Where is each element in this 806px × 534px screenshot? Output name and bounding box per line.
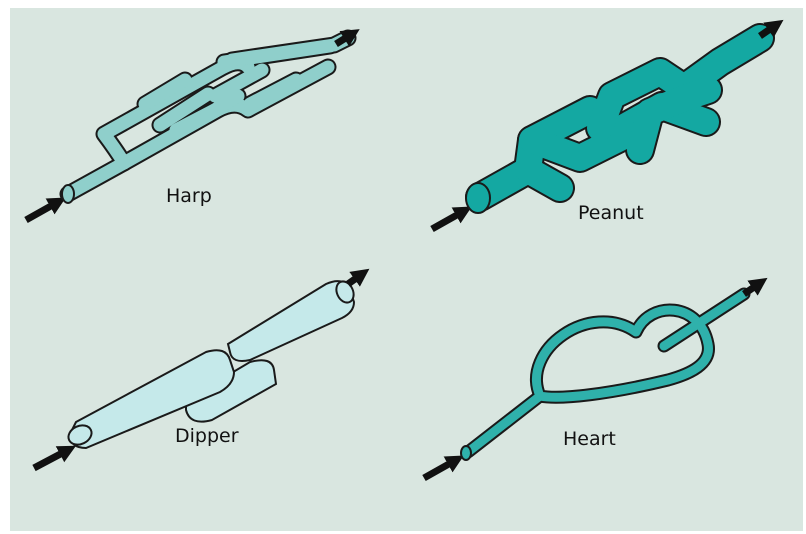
harp-label: Harp — [166, 185, 212, 207]
heart-label: Heart — [563, 428, 616, 450]
heart-outlet-arrow — [744, 283, 760, 294]
heart-inlet-arrow — [424, 460, 456, 478]
harp-inlet-arrow — [26, 202, 58, 220]
peanut-inlet-arrow — [432, 211, 464, 229]
peanut-label: Peanut — [578, 202, 644, 224]
dipper-outlet-arrow — [348, 274, 362, 284]
dipper-inlet-arrow — [34, 450, 68, 468]
dipper-label: Dipper — [175, 425, 239, 447]
peanut-design — [432, 25, 776, 229]
